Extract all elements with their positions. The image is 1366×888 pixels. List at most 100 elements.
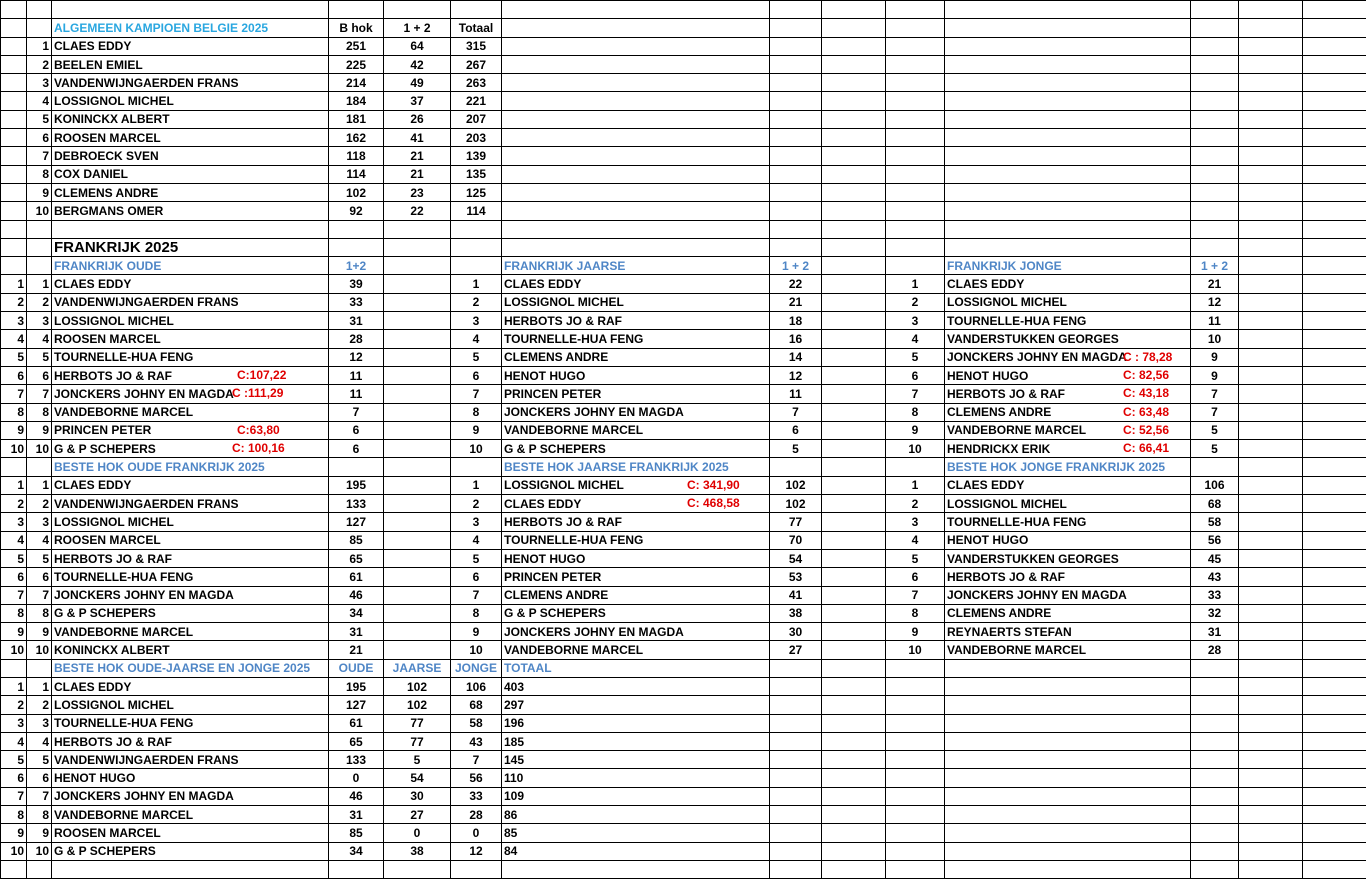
empty-cell[interactable] xyxy=(1238,695,1303,715)
empty-cell[interactable] xyxy=(26,256,52,276)
total-cell[interactable]: 139 xyxy=(450,146,502,166)
empty-cell[interactable] xyxy=(1190,750,1239,770)
value-cell[interactable]: 33 xyxy=(1190,585,1239,605)
value-cell[interactable]: 127 xyxy=(328,695,384,715)
empty-cell[interactable] xyxy=(1238,823,1303,843)
empty-cell[interactable] xyxy=(944,750,1191,770)
index-cell[interactable]: 7 xyxy=(0,384,27,404)
empty-cell[interactable] xyxy=(821,402,886,422)
value-cell[interactable]: 225 xyxy=(328,54,384,75)
name-cell[interactable]: KONINCKX ALBERT xyxy=(51,640,329,660)
rank-cell[interactable]: 6 xyxy=(885,567,945,587)
empty-cell[interactable] xyxy=(328,237,384,258)
empty-cell[interactable] xyxy=(821,274,886,294)
column-header[interactable]: 1 + 2 xyxy=(769,256,822,276)
empty-cell[interactable] xyxy=(1190,201,1239,221)
empty-cell[interactable] xyxy=(0,18,27,38)
empty-cell[interactable] xyxy=(1302,219,1366,239)
rank-cell[interactable]: 10 xyxy=(885,439,945,459)
value-cell[interactable]: 214 xyxy=(328,73,384,93)
empty-cell[interactable] xyxy=(1238,182,1303,203)
empty-cell[interactable] xyxy=(1302,91,1366,111)
value-cell[interactable]: 0 xyxy=(328,768,384,788)
empty-cell[interactable] xyxy=(383,365,451,386)
rank-cell[interactable]: 7 xyxy=(450,585,502,605)
name-cell[interactable]: COX DANIEL xyxy=(51,164,329,184)
empty-cell[interactable] xyxy=(821,512,886,532)
value-cell[interactable]: 65 xyxy=(328,548,384,569)
rank-cell[interactable]: 6 xyxy=(450,567,502,587)
empty-cell[interactable] xyxy=(1238,0,1303,20)
empty-cell[interactable] xyxy=(821,146,886,166)
empty-cell[interactable] xyxy=(769,823,822,843)
empty-cell[interactable] xyxy=(1238,128,1303,148)
index-cell[interactable]: 2 xyxy=(0,494,27,514)
empty-cell[interactable] xyxy=(1190,841,1239,861)
empty-cell[interactable] xyxy=(885,859,945,880)
value-cell[interactable]: 22 xyxy=(769,274,822,294)
empty-cell[interactable] xyxy=(383,292,451,313)
empty-cell[interactable] xyxy=(885,457,945,477)
value-cell[interactable]: 28 xyxy=(328,329,384,349)
empty-cell[interactable] xyxy=(944,164,1191,184)
rank-cell[interactable]: 7 xyxy=(885,384,945,404)
index-cell[interactable]: 8 xyxy=(0,805,27,825)
empty-cell[interactable] xyxy=(1238,567,1303,587)
empty-cell[interactable] xyxy=(769,859,822,880)
index-cell[interactable]: 4 xyxy=(0,329,27,349)
value-cell[interactable]: 58 xyxy=(450,713,502,733)
value-cell[interactable]: 102 xyxy=(383,676,451,697)
name-cell[interactable]: TOURNELLE-HUA FENG xyxy=(51,347,329,367)
empty-cell[interactable] xyxy=(1238,347,1303,367)
empty-cell[interactable] xyxy=(328,859,384,880)
rank-cell[interactable]: 6 xyxy=(26,567,52,587)
empty-cell[interactable] xyxy=(383,512,451,532)
index-cell[interactable]: 6 xyxy=(0,567,27,587)
value-cell[interactable]: 68 xyxy=(450,695,502,715)
rank-cell[interactable]: 7 xyxy=(885,585,945,605)
value-cell[interactable]: 5 xyxy=(1190,420,1239,441)
total-cell[interactable]: 315 xyxy=(450,36,502,56)
rank-cell[interactable]: 3 xyxy=(26,311,52,331)
name-cell[interactable]: G & P SCHEPERS xyxy=(51,603,329,624)
empty-cell[interactable] xyxy=(821,494,886,514)
empty-cell[interactable] xyxy=(1238,750,1303,770)
empty-cell[interactable] xyxy=(51,219,329,239)
rank-cell[interactable]: 1 xyxy=(26,274,52,294)
value-cell[interactable]: 195 xyxy=(328,475,384,496)
empty-cell[interactable] xyxy=(885,146,945,166)
name-cell[interactable]: CLAES EDDY xyxy=(51,676,329,697)
empty-cell[interactable] xyxy=(383,347,451,367)
rank-cell[interactable]: 5 xyxy=(885,548,945,569)
total-cell[interactable]: 125 xyxy=(450,182,502,203)
empty-cell[interactable] xyxy=(821,457,886,477)
empty-cell[interactable] xyxy=(885,805,945,825)
index-cell[interactable]: 6 xyxy=(0,768,27,788)
empty-cell[interactable] xyxy=(769,164,822,184)
empty-cell[interactable] xyxy=(501,36,770,56)
value-cell[interactable]: 54 xyxy=(383,768,451,788)
value-cell[interactable]: 46 xyxy=(328,786,384,807)
empty-cell[interactable] xyxy=(501,164,770,184)
empty-cell[interactable] xyxy=(944,823,1191,843)
empty-cell[interactable] xyxy=(26,457,52,477)
empty-cell[interactable] xyxy=(1238,457,1303,477)
section-title[interactable]: FRANKRIJK JONGE xyxy=(944,256,1191,276)
empty-cell[interactable] xyxy=(769,786,822,807)
name-cell[interactable]: CLAES EDDY xyxy=(944,475,1191,496)
empty-cell[interactable] xyxy=(1190,823,1239,843)
rank-cell[interactable]: 2 xyxy=(885,292,945,313)
empty-cell[interactable] xyxy=(885,201,945,221)
value-cell[interactable]: 31 xyxy=(328,622,384,642)
empty-cell[interactable] xyxy=(821,311,886,331)
empty-cell[interactable] xyxy=(821,201,886,221)
index-cell[interactable]: 5 xyxy=(0,548,27,569)
value-cell[interactable]: 41 xyxy=(769,585,822,605)
empty-cell[interactable] xyxy=(821,237,886,258)
empty-cell[interactable] xyxy=(1302,18,1366,38)
total-cell[interactable]: 297 xyxy=(501,695,770,715)
index-cell[interactable]: 5 xyxy=(0,750,27,770)
empty-cell[interactable] xyxy=(501,146,770,166)
empty-cell[interactable] xyxy=(1302,439,1366,459)
